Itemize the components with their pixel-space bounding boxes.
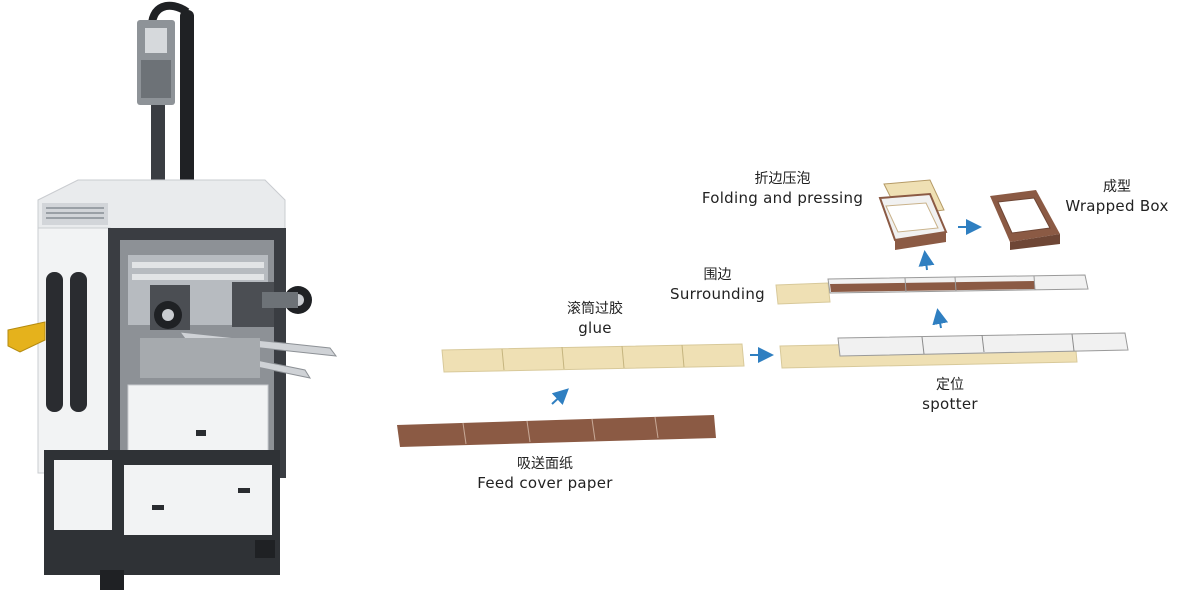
step-label-feed: 吸送面纸 Feed cover paper (470, 455, 620, 493)
process-flow-diagram (397, 179, 1129, 447)
arrow-icon (918, 250, 935, 271)
step-label-folding-zh: 折边压泡 (754, 171, 811, 187)
step-label-wrapped-en: Wrapped Box (1065, 197, 1169, 215)
machine-foot-left (100, 570, 124, 590)
arrow-icon (932, 308, 949, 329)
step-label-feed-zh: 吸送面纸 (517, 456, 573, 472)
machine-mechanism (128, 255, 312, 330)
machine-front-door (127, 384, 269, 461)
step-label-glue-zh: 滚筒过胶 (567, 301, 623, 317)
step-label-folding-en: Folding and pressing (701, 189, 864, 207)
machine-side-window-left (46, 272, 63, 412)
step-label-feed-en: Feed cover paper (477, 474, 613, 492)
step-label-glue: 滚筒过胶 glue (545, 300, 645, 338)
step-label-surrounding-zh: 围边 (703, 267, 732, 283)
step-label-spotter-en: spotter (922, 395, 978, 413)
step-label-surrounding: 围边 Surrounding (660, 266, 775, 304)
step-label-folding: 折边压泡 Folding and pressing (690, 170, 875, 208)
machine-side-window-right (70, 272, 87, 412)
machine-base-drawer-front (124, 465, 272, 535)
machine-foot-right (255, 540, 275, 558)
step-label-spotter-zh: 定位 (936, 377, 964, 393)
step-label-glue-en: glue (578, 319, 612, 337)
machine-base-drawer-left (54, 460, 112, 530)
wrapping-machine-illustration (7, 1, 338, 590)
surrounding-assembly (775, 274, 1089, 305)
machine-cable-chain (180, 10, 194, 190)
step-label-wrapped-zh: 成型 (1103, 179, 1131, 195)
machine-yellow-handle-icon (7, 321, 46, 353)
cover-paper-strip (397, 415, 716, 447)
wrapped-box (990, 190, 1060, 250)
arrow-icon (551, 388, 569, 406)
spotter-assembly (779, 332, 1129, 369)
step-label-wrapped: 成型 Wrapped Box (1058, 178, 1176, 216)
folding-box (878, 179, 948, 250)
glued-strip (441, 343, 745, 373)
step-label-spotter: 定位 spotter (910, 376, 990, 414)
step-label-surrounding-en: Surrounding (670, 285, 765, 303)
